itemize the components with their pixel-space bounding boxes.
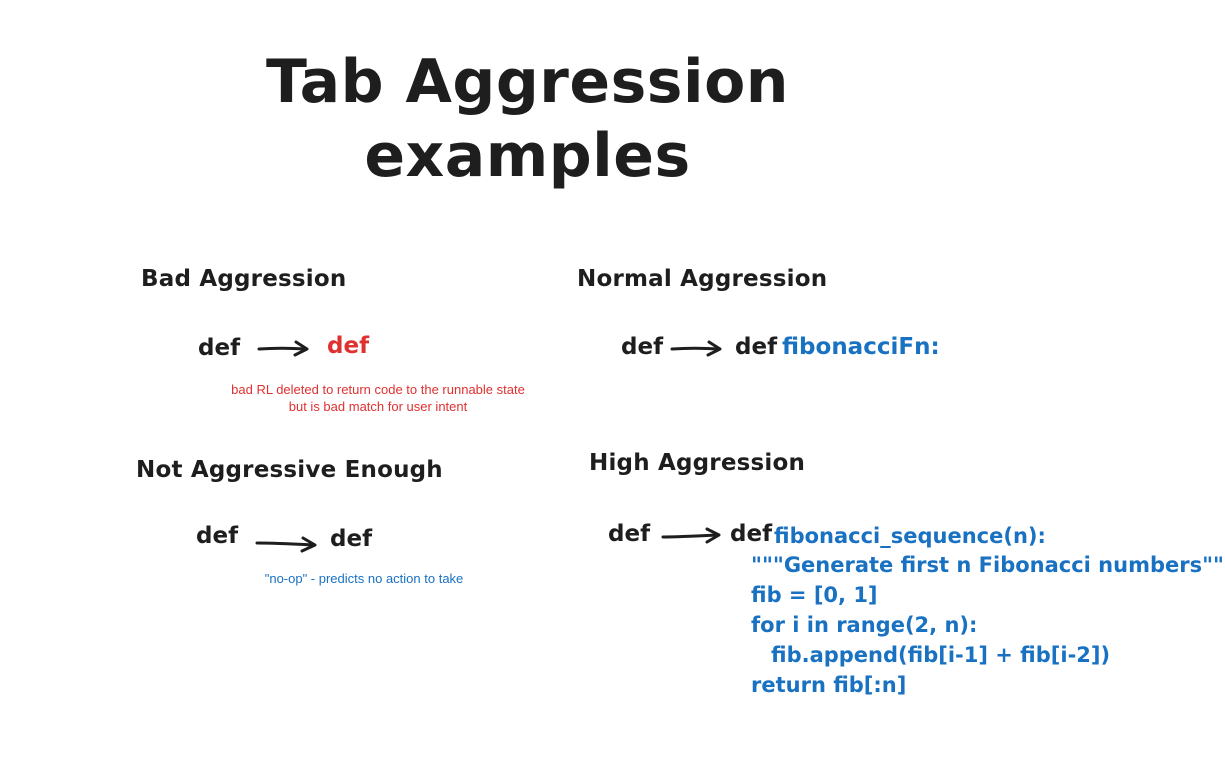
normal-aggression-heading: Normal Aggression (577, 266, 828, 292)
high-code-line-2: """Generate first n Fibonacci numbers""" (751, 553, 1225, 577)
normal-arrow-icon (670, 340, 722, 357)
bad-note: bad RL deleted to return code to the run… (208, 381, 548, 415)
bad-note-line-2: but is bad match for user intent (288, 399, 468, 414)
high-code-line-3: fib = [0, 1] (751, 583, 878, 607)
normal-input-keyword: def (621, 334, 664, 360)
high-aggression-heading: High Aggression (589, 450, 806, 476)
page-title-line-2: examples (364, 121, 691, 191)
not-enough-input-keyword: def (196, 523, 239, 549)
high-input-keyword: def (608, 521, 651, 547)
high-output-keyword: def (730, 521, 773, 547)
normal-output-completion: fibonacciFn: (782, 334, 940, 360)
high-arrow-icon (661, 527, 721, 544)
not-enough-arrow-icon (255, 536, 317, 553)
bad-aggression-heading: Bad Aggression (141, 266, 347, 292)
not-enough-note: "no-op" - predicts no action to take (264, 571, 464, 586)
bad-arrow-icon (257, 340, 309, 357)
page-title-line-1: Tab Aggression (265, 47, 790, 117)
normal-output-keyword: def (735, 334, 778, 360)
high-code-line-6: return fib[:n] (751, 673, 907, 697)
bad-note-line-1: bad RL deleted to return code to the run… (231, 382, 525, 397)
high-code-line-5: fib.append(fib[i-1] + fib[i-2]) (771, 643, 1111, 667)
high-code-line-1: fibonacci_sequence(n): (774, 524, 1046, 548)
high-code-line-4: for i in range(2, n): (751, 613, 978, 637)
not-enough-output-keyword: def (330, 526, 373, 552)
bad-input-keyword: def (198, 335, 241, 361)
bad-output-keyword: def (327, 333, 370, 359)
not-enough-heading: Not Aggressive Enough (136, 457, 443, 483)
